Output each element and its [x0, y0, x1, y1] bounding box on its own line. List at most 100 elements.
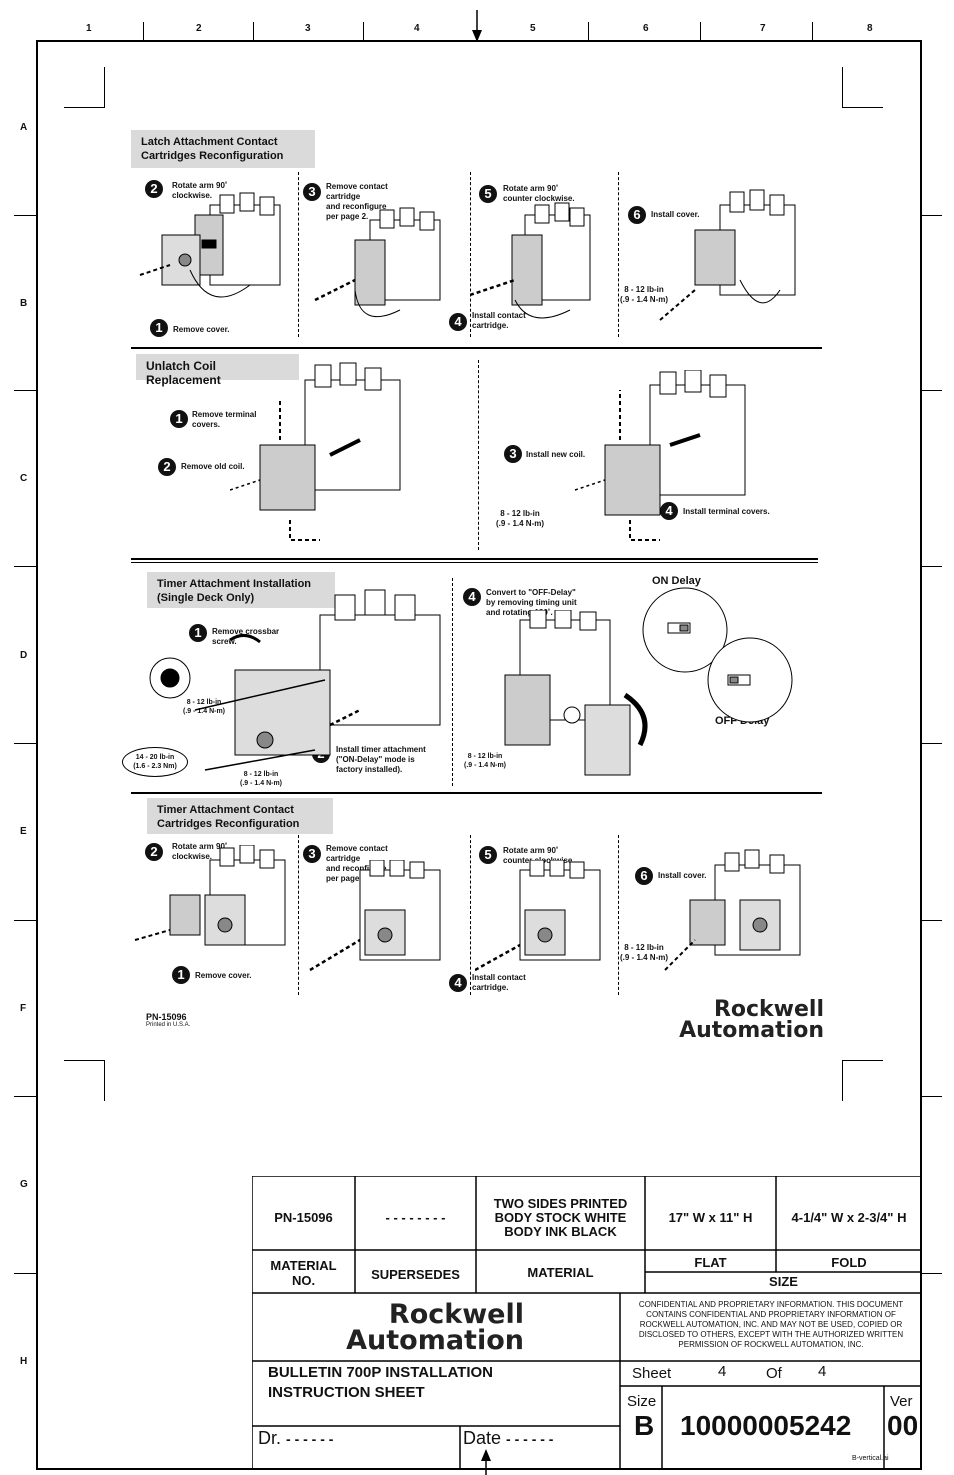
- section-divider: [131, 792, 822, 794]
- crop-mark: [842, 67, 883, 108]
- of-label: Of: [766, 1365, 782, 1382]
- crop-mark: [64, 67, 105, 108]
- timer-contactor-illustration: [309, 860, 441, 972]
- step-number: 3: [303, 183, 321, 201]
- document-title: BULLETIN 700P INSTALLATION INSTRUCTION S…: [268, 1364, 494, 1401]
- step-number: 3: [303, 845, 321, 863]
- drawing-frame: [36, 40, 922, 1470]
- grid-row-d: D: [20, 650, 28, 661]
- step-number: 1: [189, 624, 207, 642]
- total-sheets: 4: [818, 1363, 827, 1380]
- step-text: Convert to "OFF-Delay"by removing timing…: [486, 588, 577, 617]
- center-arrow-top-icon: [472, 10, 482, 42]
- torque-spec: 8 - 12 lb-in(.9 - 1.4 N-m): [240, 771, 283, 787]
- crop-mark: [842, 1060, 883, 1101]
- step-text: Remove cover.: [173, 325, 230, 334]
- timer-contactor-illustration: [134, 845, 286, 946]
- torque-spec: 8 - 12 lb-in(.9 - 1.4 N-m): [496, 509, 545, 528]
- contactor-illustration: [139, 192, 281, 298]
- torque-spec-oval: 14 - 20 lb-in(1.6 - 2.3 Nm): [122, 747, 188, 777]
- timer-contactor-illustration: [475, 860, 601, 972]
- sheet-number: 4: [718, 1363, 727, 1380]
- grid-col-1: 1: [86, 23, 92, 34]
- delay-detail-illustration: [642, 587, 793, 723]
- step-number: 1: [150, 319, 168, 337]
- center-arrow-bottom-icon: [481, 1449, 491, 1475]
- step-text: Remove old coil.: [181, 462, 245, 471]
- grid-row-c: C: [20, 473, 28, 484]
- step-text: Install timer attachment("ON-Delay" mode…: [336, 745, 426, 774]
- grid-col-2: 2: [196, 23, 202, 34]
- document-number: 10000005242: [680, 1410, 852, 1441]
- step-text: Install terminal covers.: [683, 507, 770, 516]
- step-number: 5: [479, 185, 497, 203]
- contactor-illustration: [314, 207, 441, 318]
- latch-section-title: Latch Attachment Contact Cartridges Reco…: [131, 130, 315, 168]
- timer-contact-section-title: Timer Attachment Contact Cartridges Reco…: [147, 798, 333, 834]
- title-block-grid: [252, 1176, 922, 1470]
- material-value: TWO SIDES PRINTED BODY STOCK WHITE BODY …: [493, 1196, 628, 1239]
- file-name: B-vertical.ai: [852, 1455, 889, 1462]
- grid-col-8: 8: [867, 23, 873, 34]
- torque-spec: 8 - 12 lb-in(.9 - 1.4 N-m): [620, 285, 669, 304]
- step-number: 1: [172, 966, 190, 984]
- grid-col-4: 4: [414, 23, 420, 34]
- step-text: Install cover.: [658, 871, 707, 880]
- step-number: 4: [449, 313, 467, 331]
- torque-spec: 8 - 12 lb-in(.9 - 1.4 N-m): [183, 699, 226, 715]
- step-text: Install cover.: [651, 210, 700, 219]
- section-divider: [131, 558, 818, 560]
- flat-label: FLAT: [694, 1255, 727, 1270]
- on-delay-label: ON Delay: [652, 575, 701, 587]
- size-label: SIZE: [769, 1274, 798, 1289]
- crop-mark: [64, 1060, 105, 1101]
- material-no-value: PN-15096: [274, 1210, 333, 1225]
- contactor-illustration: [659, 189, 796, 321]
- section-divider: [131, 347, 822, 349]
- ver-label: Ver: [890, 1393, 913, 1410]
- material-no-label: MATERIAL NO.: [270, 1258, 337, 1288]
- step-number: 5: [479, 846, 497, 864]
- size-small-label: Size: [627, 1393, 657, 1410]
- fold-label: FOLD: [831, 1255, 867, 1270]
- contactor-illustration: [470, 202, 591, 319]
- timer-convert-illustration: [504, 610, 648, 776]
- unlatch-section-title: Unlatch Coil Replacement: [136, 354, 299, 387]
- grid-row-h: H: [20, 1356, 28, 1367]
- step-text: Remove cover.: [195, 971, 252, 980]
- grid-col-6: 6: [643, 23, 649, 34]
- unlatch-coil-illustration: [230, 362, 401, 541]
- step-text: Install new coil.: [526, 450, 586, 459]
- grid-row-b: B: [20, 298, 28, 309]
- grid-row-f: F: [20, 1003, 27, 1014]
- step-text: Rotate arm 90˚clockwise.: [172, 181, 228, 200]
- grid-col-3: 3: [305, 23, 311, 34]
- step-number: 2: [145, 843, 163, 861]
- size-value: B: [634, 1410, 655, 1441]
- timer-contactor-illustration: [664, 849, 801, 971]
- timer-install-illustration: [149, 589, 441, 771]
- rockwell-logo: Rockwell Automation: [346, 1299, 524, 1356]
- step-number: 6: [635, 867, 653, 885]
- timer-install-section-title: Timer Attachment Installation (Single De…: [147, 572, 335, 608]
- grid-row-g: G: [20, 1179, 28, 1190]
- material-label: MATERIAL: [527, 1265, 594, 1280]
- drawn-by: Dr. - - - - - -: [258, 1428, 334, 1448]
- supersedes-label: SUPERSEDES: [371, 1267, 460, 1282]
- step-number: 2: [145, 180, 163, 198]
- printed-in: Printed in U.S.A.: [146, 1022, 191, 1028]
- part-number: PN-15096: [146, 1012, 187, 1022]
- step-number: 3: [504, 445, 522, 463]
- rockwell-logo: Rockwell Automation: [679, 997, 824, 1043]
- step-number: 4: [449, 974, 467, 992]
- grid-col-5: 5: [530, 23, 536, 34]
- torque-spec: 8 - 12 lb-in(.9 - 1.4 N-m): [464, 753, 507, 769]
- ver-value: 00: [887, 1410, 919, 1441]
- sheet-label: Sheet: [632, 1365, 672, 1382]
- fold-size-value: 4-1/4" W x 2-3/4" H: [791, 1210, 907, 1225]
- date-field: Date - - - - - -: [463, 1428, 554, 1448]
